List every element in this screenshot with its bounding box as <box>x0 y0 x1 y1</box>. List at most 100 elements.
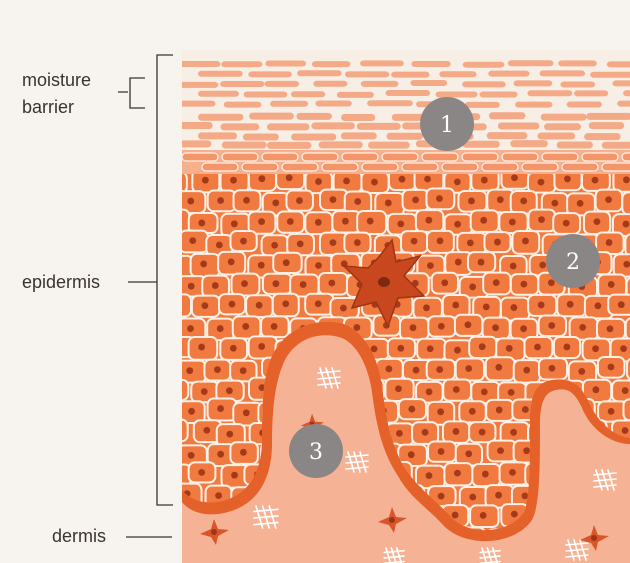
cell-nucleus <box>170 386 177 393</box>
epidermis-cell <box>622 398 630 422</box>
corneocyte <box>510 140 548 148</box>
tissue <box>170 50 630 563</box>
corneocyte <box>391 71 430 78</box>
cell-nucleus <box>240 237 247 245</box>
cell-nucleus <box>412 366 420 374</box>
cell-nucleus <box>454 220 462 228</box>
marker-1-circle <box>420 97 474 151</box>
cell-nucleus <box>576 199 584 207</box>
cell-nucleus <box>492 279 500 287</box>
granular-cell <box>341 152 379 162</box>
cell-nucleus <box>537 301 545 309</box>
cell-nucleus <box>398 175 406 183</box>
corneocyte <box>539 70 586 77</box>
corneocyte <box>249 112 294 120</box>
cell-nucleus <box>173 216 180 223</box>
corneocyte <box>266 141 312 149</box>
corneocyte <box>486 132 528 140</box>
cell-nucleus <box>329 196 337 204</box>
cell-nucleus <box>621 427 629 434</box>
cell-nucleus <box>593 218 601 226</box>
cell-nucleus <box>217 405 224 412</box>
corneocyte <box>318 141 363 149</box>
cell-nucleus <box>384 199 392 207</box>
granular-cell <box>601 162 630 172</box>
epidermis-cell <box>624 317 630 341</box>
cell-nucleus <box>478 428 486 436</box>
cell-nucleus <box>271 241 279 249</box>
cell-nucleus <box>622 220 630 228</box>
corneocyte <box>182 81 219 88</box>
corneocyte <box>297 70 342 77</box>
cell-nucleus <box>170 179 177 186</box>
cell-nucleus <box>495 491 502 499</box>
corneocyte <box>291 133 337 141</box>
cell-nucleus <box>510 428 518 436</box>
corneocyte <box>606 61 630 68</box>
cell-nucleus <box>607 281 615 288</box>
epidermis-cell <box>624 233 630 258</box>
melanocyte-cell <box>342 238 426 328</box>
epidermis-cell <box>182 418 189 443</box>
corneocyte <box>198 132 238 140</box>
cell-nucleus <box>623 260 630 268</box>
cell-nucleus <box>522 237 529 245</box>
cell-nucleus <box>592 345 599 353</box>
cell-nucleus <box>523 366 531 374</box>
cell-nucleus <box>187 451 195 459</box>
label-area: moisture barrier epidermis dermis <box>22 54 173 546</box>
cell-nucleus <box>214 366 221 374</box>
cell-nucleus <box>539 261 547 269</box>
fibroblast <box>200 519 229 545</box>
fibroblast <box>580 525 609 551</box>
cell-nucleus <box>534 343 541 351</box>
cell-nucleus <box>217 197 225 204</box>
marker-3[interactable]: 3 <box>289 424 343 478</box>
cell-nucleus <box>510 510 518 518</box>
cell-nucleus <box>452 386 460 393</box>
cell-nucleus <box>211 282 219 289</box>
granular-cell <box>361 162 399 172</box>
cell-nucleus <box>566 300 574 308</box>
granular-cell <box>541 152 579 162</box>
cell-nucleus <box>342 217 349 225</box>
cell-nucleus <box>437 448 445 455</box>
cell-nucleus <box>258 175 266 183</box>
corneocyte <box>488 70 530 77</box>
corneocyte <box>182 140 212 148</box>
cell-nucleus <box>578 368 586 375</box>
cell-nucleus <box>296 240 304 248</box>
cell-nucleus <box>523 447 531 455</box>
cell-nucleus <box>314 218 322 226</box>
cell-nucleus <box>579 323 587 331</box>
cell-nucleus <box>299 281 307 288</box>
cell-nucleus <box>186 367 194 375</box>
cell-nucleus <box>408 405 416 413</box>
corneocyte <box>410 80 448 87</box>
corneocyte <box>242 133 279 141</box>
cell-nucleus <box>424 175 431 183</box>
cell-nucleus <box>385 365 393 373</box>
epidermis-bracket <box>128 54 173 506</box>
cell-nucleus <box>454 258 462 266</box>
cell-nucleus <box>564 175 571 183</box>
marker-2[interactable]: 2 <box>546 234 600 288</box>
cell-nucleus <box>468 197 475 205</box>
corneocyte <box>296 112 332 120</box>
cell-nucleus <box>436 195 443 202</box>
cell-nucleus <box>257 261 265 269</box>
cell-nucleus <box>477 258 485 266</box>
corneocyte <box>198 113 244 121</box>
cell-nucleus <box>421 428 429 436</box>
corneocyte <box>368 141 410 149</box>
cell-nucleus <box>436 366 444 373</box>
cell-nucleus <box>353 239 361 246</box>
granular-cell <box>481 162 519 172</box>
cell-nucleus <box>520 280 528 288</box>
dermis-fibers <box>253 367 617 563</box>
cell-nucleus <box>189 237 197 245</box>
cell-nucleus <box>591 176 599 184</box>
marker-1[interactable]: 1 <box>420 97 474 151</box>
